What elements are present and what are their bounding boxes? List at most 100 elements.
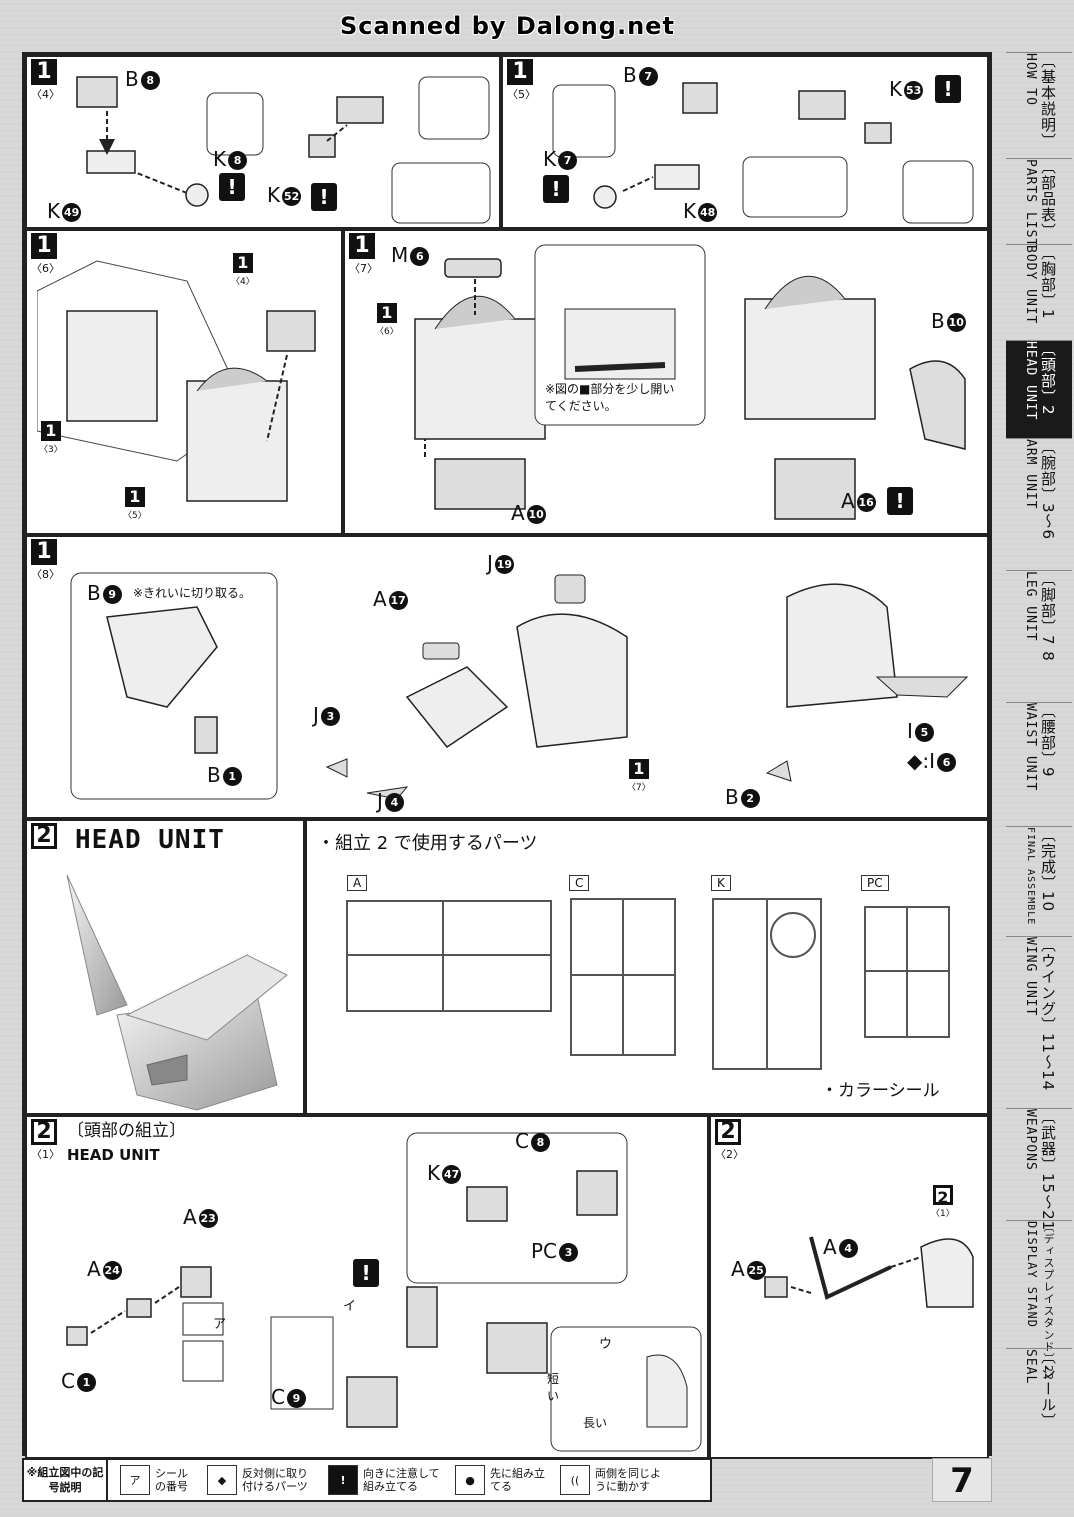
step-number: 2	[715, 1119, 741, 1145]
tab-seal[interactable]: 〔シール〕SEAL	[1006, 1348, 1072, 1456]
legend-item-opposite: ◆反対側に取り付けるパーツ	[207, 1465, 316, 1495]
assemble-first-icon: ●	[455, 1465, 485, 1495]
step-number: 1	[31, 59, 57, 85]
step-badge: 1 〈8〉	[31, 539, 60, 582]
tab-how-to[interactable]: 〔基本説明〕HOW TO	[1006, 52, 1072, 158]
parts-illustration	[764, 1236, 974, 1308]
warning-icon: !	[311, 183, 337, 211]
sticker-icon: ア	[120, 1465, 150, 1495]
ref-step1-4: 1〈4〉	[231, 253, 255, 287]
ref-step1-5: 1〈5〉	[123, 487, 147, 521]
legend-title: ※組立図中の記号説明	[24, 1460, 108, 1500]
step-badge: 2	[31, 823, 57, 849]
parts-illustration	[37, 260, 316, 502]
step-badge: 2 〈1〉	[31, 1119, 60, 1162]
warning-icon: !	[935, 75, 961, 103]
step-number: 1	[507, 59, 533, 85]
step-number: 2	[31, 823, 57, 849]
legend-item-sticker: アシールの番号	[120, 1465, 195, 1495]
legend-item-both-sides: ((両側を同じように動かす	[560, 1465, 661, 1495]
sprue-diagrams	[346, 898, 950, 1070]
step-number: 1	[31, 233, 57, 259]
step-badge: 1 〈4〉	[31, 59, 60, 102]
open-hint-note: ※図の■部分を少し開いてください。	[545, 382, 675, 413]
sticker-a: ア	[213, 1317, 227, 1332]
sticker-u: ウ	[599, 1337, 613, 1352]
step-badge: 2 〈2〉	[715, 1119, 744, 1162]
parts-illustration	[414, 244, 966, 520]
warning-icon: !	[543, 175, 569, 203]
cut-clean-note: ※きれいに切り取る。	[133, 586, 252, 600]
warning-icon: !	[328, 1465, 358, 1495]
substep: 〈7〉	[349, 262, 378, 275]
step-badge: 1 〈5〉	[507, 59, 536, 102]
substep: 〈6〉	[31, 262, 60, 275]
warning-icon: !	[887, 487, 913, 515]
sprue-label-k: K	[711, 875, 731, 891]
legend-item-first: ●先に組み立てる	[455, 1465, 548, 1495]
step-number: 1	[31, 539, 57, 565]
substep: 〈2〉	[715, 1148, 744, 1161]
legend-item-direction: !向きに注意して組み立てる	[328, 1465, 443, 1495]
parts-illustration	[66, 1132, 702, 1452]
head-render	[66, 874, 288, 1111]
head-unit-title: HEAD UNIT	[75, 825, 225, 855]
substep: 〈4〉	[31, 88, 60, 101]
long-label: 長い	[583, 1416, 608, 1430]
sprue-label-a: A	[347, 875, 368, 891]
substep: 〈8〉	[31, 568, 60, 581]
assembly-title: 〔頭部の組立〕	[67, 1121, 186, 1141]
ref-step2-1: 2〈1〉	[931, 1185, 955, 1219]
parts-illustration	[76, 76, 491, 224]
sprue-label-pc: PC	[861, 875, 889, 891]
sprue-label-c: C	[569, 875, 590, 891]
parts-illustration	[70, 572, 969, 800]
panel-parts-used: ・組立 2 で使用するパーツ A C K PC ・カラーシール	[305, 819, 989, 1115]
tab-parts-list[interactable]: 〔部品表〕PARTS LIST	[1006, 158, 1072, 247]
warning-icon: !	[219, 173, 245, 201]
color-seal-label: ・カラーシール	[821, 1081, 940, 1101]
short-label: 短い	[547, 1372, 560, 1403]
ref-step1-6: 1〈6〉	[375, 303, 399, 337]
symbol-legend: ※組立図中の記号説明 アシールの番号 ◆反対側に取り付けるパーツ !向きに注意し…	[22, 1458, 712, 1502]
